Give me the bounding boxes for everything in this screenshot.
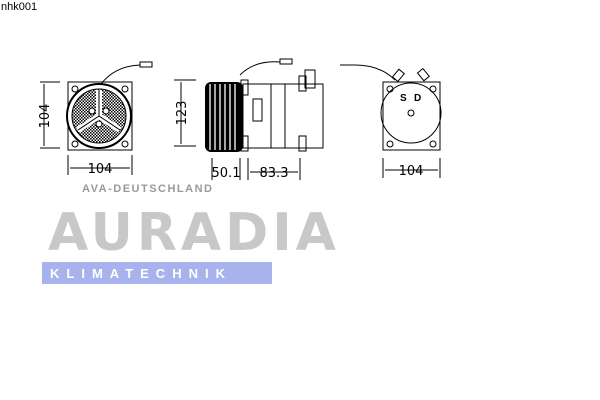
- front-width-dim: 104: [88, 162, 113, 177]
- rear-width-dim: 104: [399, 164, 424, 179]
- rear-view: S D: [340, 64, 442, 151]
- side-height-dim: 123: [175, 101, 190, 126]
- watermark-logo: AVA-DEUTSCHLAND AURADIA KLIMATECHNIK: [42, 183, 340, 284]
- watermark-logo-text: AURADIA: [48, 203, 340, 263]
- discharge-port-label: D: [414, 93, 421, 104]
- dimension-lines: [40, 79, 441, 180]
- pulley-length-dim: 50.1: [212, 166, 241, 181]
- watermark-band-text: KLIMATECHNIK: [50, 266, 232, 281]
- suction-port-label: S: [400, 93, 407, 104]
- body-length-dim: 83.3: [260, 166, 289, 181]
- front-height-dim: 104: [38, 104, 53, 129]
- front-view: [66, 61, 153, 151]
- watermark-sub-text: AVA-DEUTSCHLAND: [82, 183, 213, 195]
- side-view: [205, 58, 324, 152]
- part-code: nhk001: [1, 1, 38, 13]
